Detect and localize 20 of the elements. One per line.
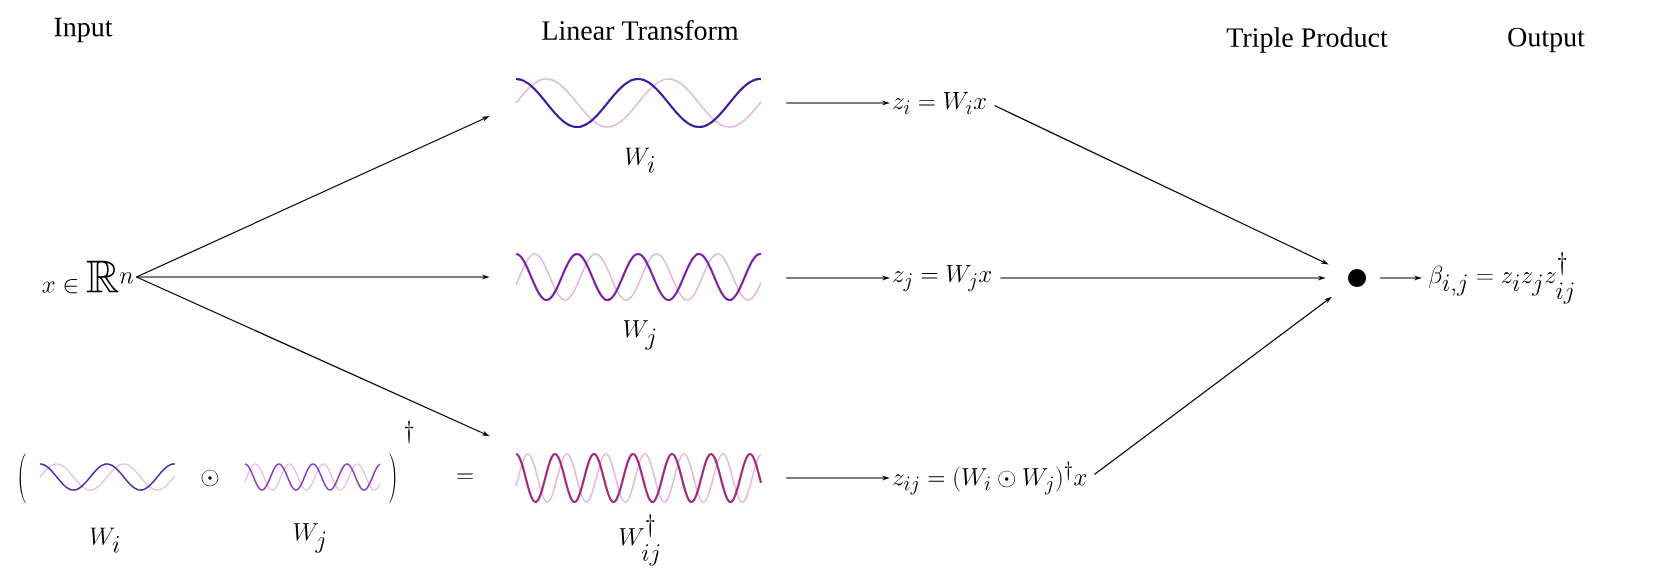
formula-label: $W_i$: [90, 527, 120, 553]
formula-label: $W_j$: [623, 320, 656, 351]
equals-sign: $=$: [457, 473, 473, 479]
formula-text: $x \in \mathbb{R}^n$: [42, 260, 133, 294]
parenthesis: $($: [19, 453, 26, 503]
column-heading: Output: [1508, 27, 1585, 53]
superscript-symbol: $\dagger$: [404, 420, 414, 444]
formula-text: $z_{ij} = (W_i \odot W_j)^\dagger x$: [893, 461, 1087, 495]
formula-label: $W_{ij}^\dagger$: [619, 514, 660, 566]
formula-text: $\beta_{i,j} = z_i z_j z_{ij}^\dagger$: [1428, 252, 1574, 304]
operator-symbol: $\odot$: [201, 469, 219, 487]
formula-text: $z_i = W_i x$: [893, 92, 986, 115]
formula-label: $W_i$: [625, 147, 655, 173]
parenthesis: $)$: [389, 453, 396, 503]
formula-text: $z_j = W_j x$: [893, 265, 992, 292]
column-heading: Triple Product: [1226, 27, 1388, 53]
column-heading: Linear Transform: [542, 20, 739, 40]
column-heading: Input: [54, 17, 113, 43]
formula-label: $W_j$: [293, 523, 326, 554]
dot: [1348, 269, 1366, 287]
